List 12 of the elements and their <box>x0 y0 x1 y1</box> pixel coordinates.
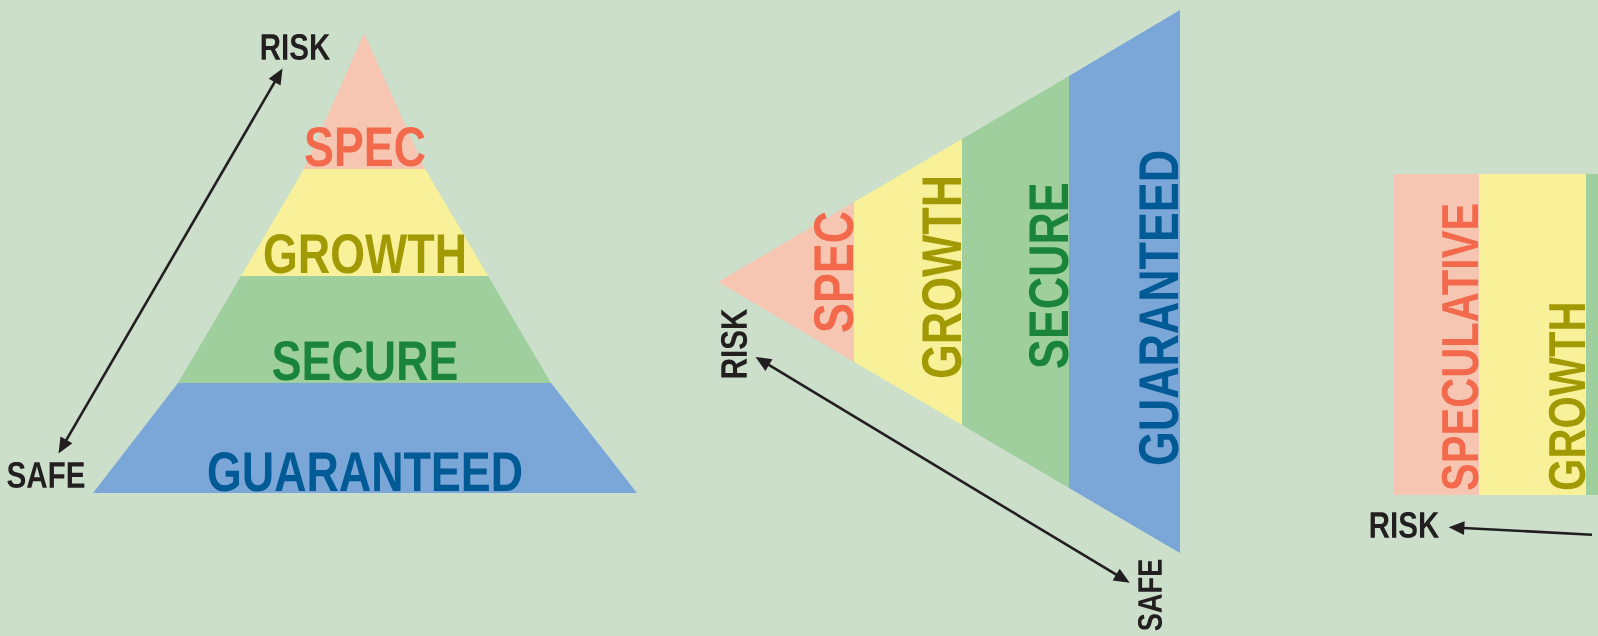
axis-label: SAFE <box>1137 559 1163 631</box>
pyramid-tier: SECURE <box>962 76 1069 488</box>
risk-bar-segment <box>1586 174 1598 495</box>
axis-label: SAFE <box>7 461 85 489</box>
risk-bar-segment: GROWTH <box>1479 174 1586 495</box>
pyramid-tier: SECURE <box>178 276 551 383</box>
pyramid-tier: GUARANTEED <box>1069 10 1180 553</box>
risk-bar-segment: SPECULATIVE <box>1393 174 1479 495</box>
pyramid-tier: GUARANTEED <box>93 383 637 493</box>
pyramid-tier: GROWTH <box>241 169 488 276</box>
axis-label: RISK <box>1370 511 1440 539</box>
pyramid-tier: GROWTH <box>854 139 962 425</box>
